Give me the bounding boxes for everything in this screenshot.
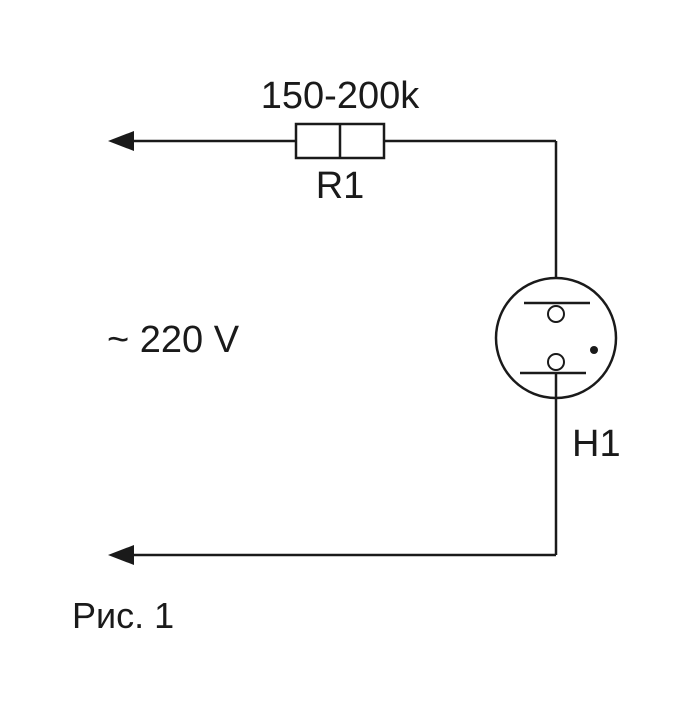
resistor-value-label: 150-200k <box>261 75 420 117</box>
terminal-arrow-bottom <box>108 545 134 565</box>
lamp-ref-label: H1 <box>572 423 621 465</box>
terminal-arrow-top <box>108 131 134 151</box>
supply-voltage-label: ~ 220 V <box>107 319 240 361</box>
resistor-ref-label: R1 <box>316 165 365 207</box>
figure-caption: Рис. 1 <box>72 595 174 636</box>
resistor-r1 <box>294 122 386 160</box>
